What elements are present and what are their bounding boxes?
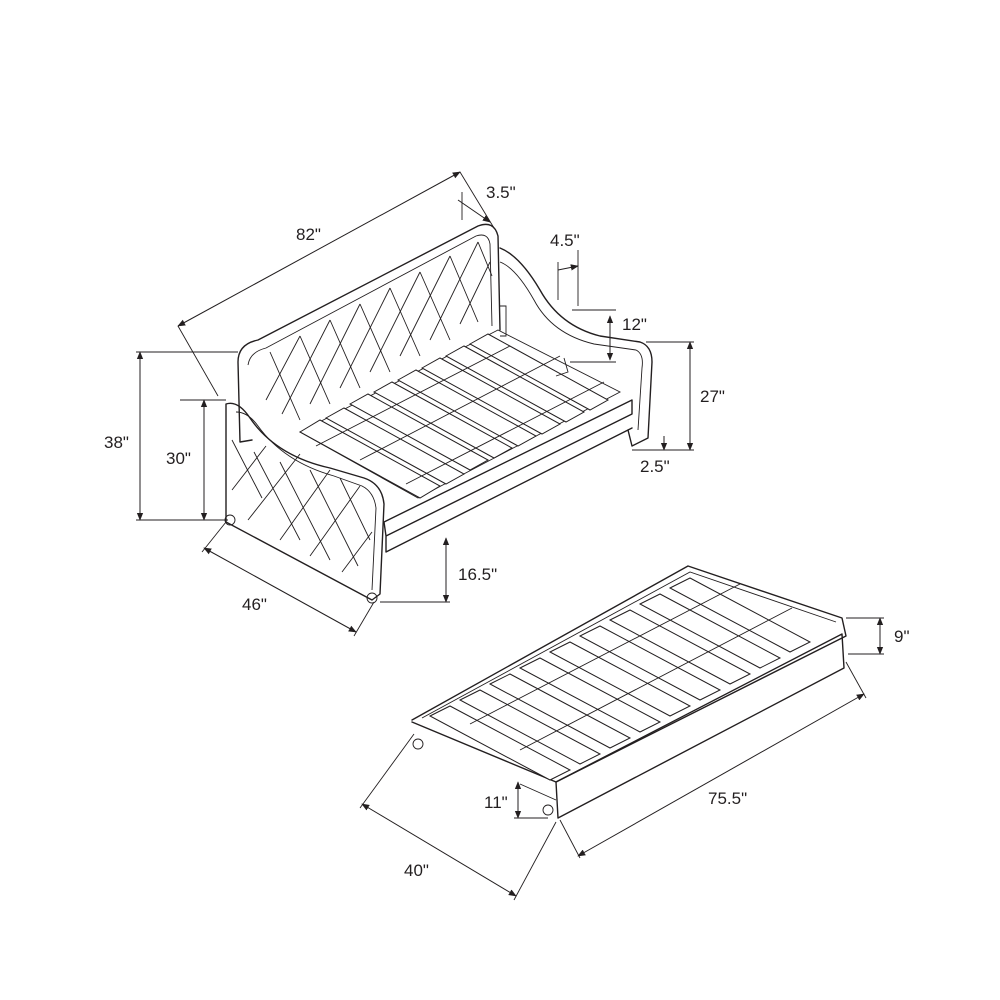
trundle-frame <box>411 565 847 783</box>
daybed-front-arm-height-label: 30" <box>166 449 191 468</box>
trundle-height-label: 11" <box>484 793 508 812</box>
daybed-clearance-label: 2.5" <box>640 457 670 476</box>
daybed-depth-label: 46" <box>242 595 267 614</box>
daybed-slats <box>298 333 610 499</box>
daybed-length-label: 82" <box>296 225 321 244</box>
daybed-back-panel <box>237 223 501 443</box>
daybed-back-height-label: 38" <box>104 433 129 452</box>
trundle-length-label: 75.5" <box>708 789 747 808</box>
front-arm-tufting <box>231 439 373 573</box>
dimension-lines <box>136 171 884 901</box>
daybed-front-arm <box>225 402 385 601</box>
trundle-panel-height-label: 9" <box>894 627 910 646</box>
trundle-front-panel <box>555 633 845 819</box>
trundle-depth-label: 40" <box>404 861 429 880</box>
daybed-arm-drop-label: 12" <box>622 315 647 334</box>
trundle-illustration <box>411 565 847 819</box>
daybed-arm-height-label: 27" <box>700 387 725 406</box>
daybed-front-rail <box>383 399 633 553</box>
daybed-arm-width-label: 3.5" <box>486 183 516 202</box>
daybed-illustration <box>224 223 653 604</box>
daybed-rail-height-label: 16.5" <box>458 565 497 584</box>
dimension-labels: 82" 3.5" 4.5" 12" 27" 2.5" 38" 30" 46" 1… <box>104 183 910 880</box>
daybed-slat-gap-label: 4.5" <box>550 231 580 250</box>
daybed-right-arm <box>499 247 653 447</box>
